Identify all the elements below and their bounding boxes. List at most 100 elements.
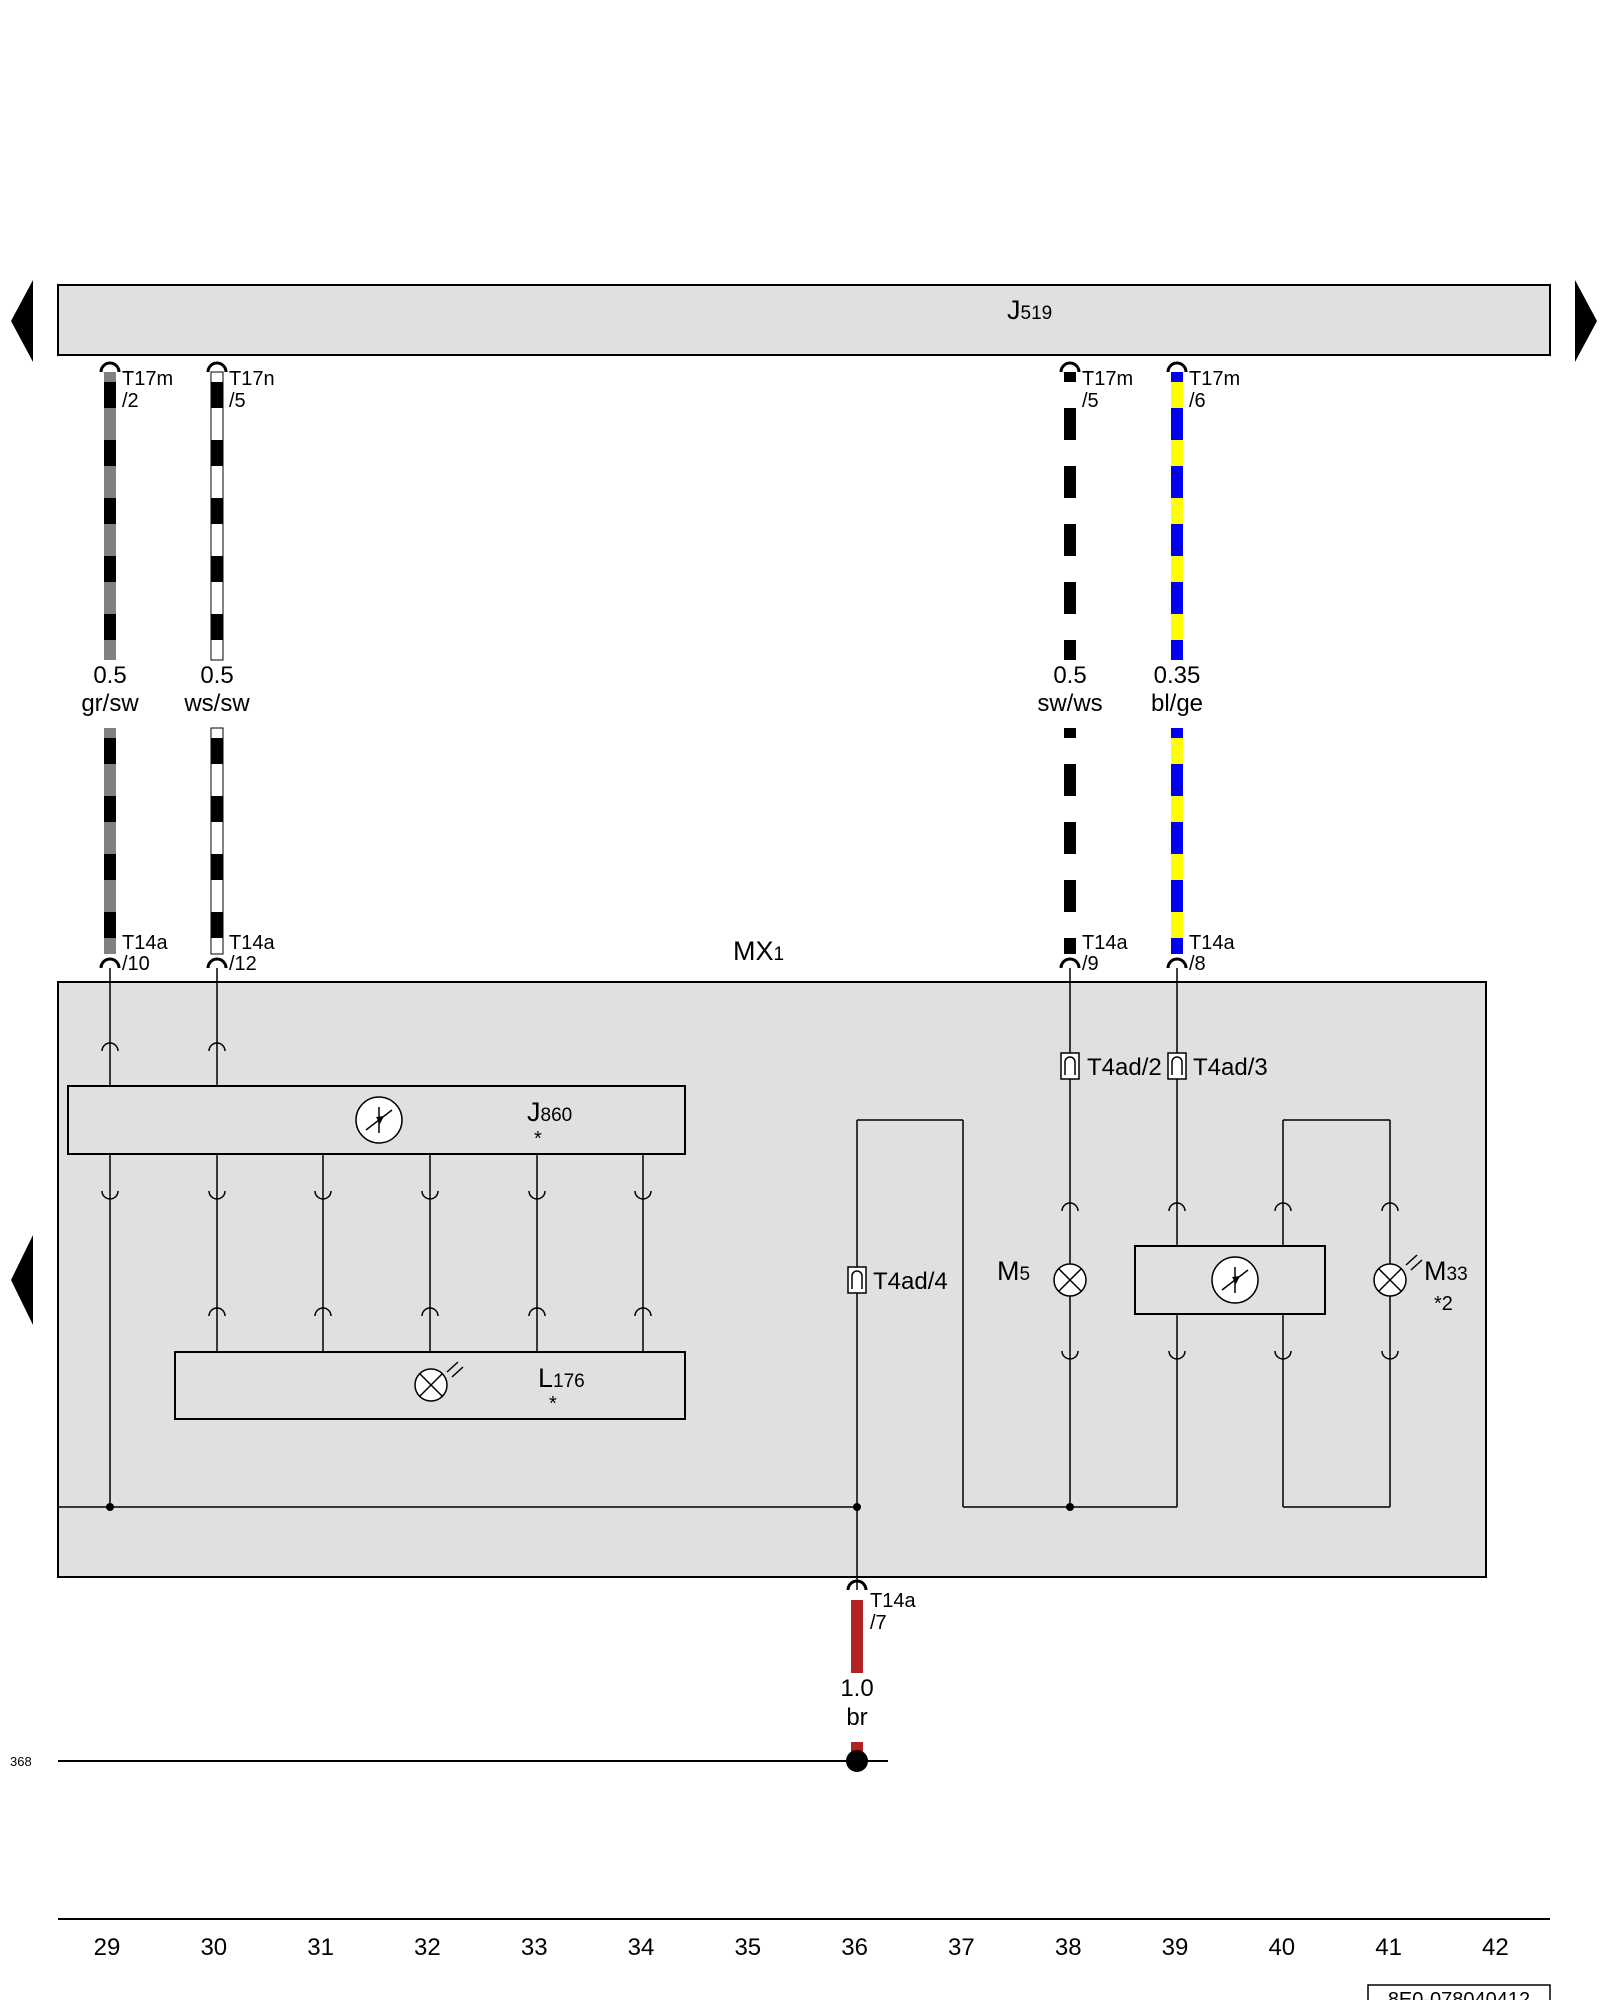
wire-stripe bbox=[104, 796, 116, 822]
gw-color: br bbox=[846, 1704, 867, 1731]
wire-stripe bbox=[104, 440, 116, 466]
wire-30[interactable]: T17n /5 0.5 ws/sw T14a /12 bbox=[183, 361, 275, 1086]
w30-gauge: 0.5 bbox=[200, 662, 233, 689]
wire-stripe bbox=[211, 556, 223, 582]
wire-stripe bbox=[1171, 382, 1183, 408]
column-number: 42 bbox=[1482, 1934, 1509, 1961]
column-number: 36 bbox=[841, 1934, 868, 1961]
w39-top-connector: T17m bbox=[1189, 368, 1240, 390]
wire-stripe bbox=[1064, 498, 1076, 524]
column-number: 30 bbox=[200, 1934, 227, 1961]
w30-top-pin: /5 bbox=[229, 390, 246, 412]
component-sensor-box bbox=[1134, 1245, 1326, 1315]
junction-dot bbox=[106, 1503, 114, 1511]
svg-text:M5: M5 bbox=[997, 1256, 1030, 1286]
connector-arc bbox=[314, 1307, 332, 1317]
j519-sub: 519 bbox=[1021, 303, 1053, 324]
component-j519: J519 bbox=[57, 284, 1551, 356]
wire-stripe bbox=[104, 738, 116, 764]
wire-stripe bbox=[1064, 854, 1076, 880]
l176-note: * bbox=[549, 1393, 557, 1415]
ground-point bbox=[846, 1750, 868, 1772]
wire-stripe bbox=[1171, 556, 1183, 582]
wire-stripe bbox=[1171, 738, 1183, 764]
connector-arc bbox=[101, 1042, 119, 1052]
w38-bottom-connector: T14a bbox=[1082, 932, 1128, 954]
m5-sub: 5 bbox=[1020, 1264, 1031, 1285]
document-id-box: 8E0-078040412 bbox=[1367, 1984, 1551, 2000]
wire-stripe bbox=[1171, 912, 1183, 938]
column-number: 38 bbox=[1055, 1934, 1082, 1961]
connector-arc bbox=[208, 1190, 226, 1200]
w38-gauge: 0.5 bbox=[1053, 662, 1086, 689]
gw-gauge: 1.0 bbox=[840, 1675, 873, 1702]
wire-stripe bbox=[1171, 614, 1183, 640]
m33-note: *2 bbox=[1434, 1293, 1453, 1315]
connector-arc bbox=[208, 1042, 226, 1052]
wire-stripe bbox=[1064, 614, 1076, 640]
svg-text:J860: J860 bbox=[527, 1097, 572, 1127]
connector-arc bbox=[634, 1190, 652, 1200]
wire-stripe bbox=[1064, 796, 1076, 822]
j860-name: J bbox=[527, 1097, 541, 1127]
w30-bottom-connector: T14a bbox=[229, 932, 275, 954]
w30-bottom-pin: /12 bbox=[229, 953, 257, 975]
w39-color: bl/ge bbox=[1151, 690, 1203, 717]
t4ad2-label: T4ad/2 bbox=[1087, 1054, 1162, 1081]
wire-stripe bbox=[104, 912, 116, 938]
gw-connector: T14a bbox=[870, 1590, 916, 1612]
wire-stripe bbox=[1171, 498, 1183, 524]
w29-top-pin: /2 bbox=[122, 390, 139, 412]
w29-bottom-pin: /10 bbox=[122, 953, 150, 975]
wire-stripe bbox=[1064, 440, 1076, 466]
l176-name: L bbox=[538, 1363, 553, 1393]
w30-color: ws/sw bbox=[183, 690, 250, 717]
wire-29[interactable]: T17m /2 0.5 gr/sw T14a /10 bbox=[81, 361, 173, 1086]
m33-name: M bbox=[1424, 1256, 1447, 1286]
l176-sub: 176 bbox=[553, 1371, 585, 1392]
wire-stripe bbox=[211, 912, 223, 938]
prev-page-arrow-mid[interactable] bbox=[11, 1235, 33, 1325]
j860-note: * bbox=[534, 1128, 542, 1150]
junction-dot bbox=[853, 1503, 861, 1511]
w29-bottom-connector: T14a bbox=[122, 932, 168, 954]
prev-page-arrow-top[interactable] bbox=[11, 280, 33, 362]
next-page-arrow-top[interactable] bbox=[1575, 280, 1597, 362]
w39-gauge: 0.35 bbox=[1154, 662, 1201, 689]
wire-stripe bbox=[1064, 556, 1076, 582]
connector-arc bbox=[421, 1307, 439, 1317]
w30-top-connector: T17n bbox=[229, 368, 275, 390]
document-id: 8E0-078040412 bbox=[1388, 1989, 1530, 2000]
j860-sub: 860 bbox=[541, 1105, 573, 1126]
column-number: 35 bbox=[734, 1934, 761, 1961]
connector-arc bbox=[421, 1190, 439, 1200]
connector-arc bbox=[634, 1307, 652, 1317]
m33-sub: 33 bbox=[1447, 1264, 1468, 1285]
wire-stripe bbox=[211, 738, 223, 764]
t4ad4-label: T4ad/4 bbox=[873, 1268, 948, 1295]
wire-38[interactable]: T17m /5 0.5 sw/ws T14a /9 bbox=[1037, 361, 1133, 975]
w29-gauge: 0.5 bbox=[93, 662, 126, 689]
component-m5: M5 bbox=[997, 1256, 1087, 1297]
connector-arc bbox=[528, 1190, 546, 1200]
j519-name: J bbox=[1007, 295, 1021, 325]
column-number: 34 bbox=[628, 1934, 655, 1961]
wire-stripe bbox=[1064, 738, 1076, 764]
wire-stripe bbox=[104, 382, 116, 408]
ground-wire-36[interactable]: T14a /7 1.0 br 368 bbox=[10, 1579, 916, 1772]
m5-name: M bbox=[997, 1256, 1020, 1286]
w38-top-connector: T17m bbox=[1082, 368, 1133, 390]
mx1-sub: 1 bbox=[774, 944, 785, 965]
svg-text:MX1: MX1 bbox=[733, 936, 784, 966]
wire-stripe bbox=[1064, 382, 1076, 408]
svg-text:M33: M33 bbox=[1424, 1256, 1468, 1286]
w29-color: gr/sw bbox=[81, 690, 139, 717]
column-number: 33 bbox=[521, 1934, 548, 1961]
wire-39[interactable]: T17m /6 0.35 bl/ge T14a /8 bbox=[1151, 361, 1240, 975]
component-l176: L176 * bbox=[174, 1351, 686, 1420]
wire-stripe bbox=[104, 498, 116, 524]
w38-bottom-pin: /9 bbox=[1082, 953, 1099, 975]
component-m33: M33 *2 bbox=[1373, 1254, 1468, 1315]
wire-stripe bbox=[104, 556, 116, 582]
